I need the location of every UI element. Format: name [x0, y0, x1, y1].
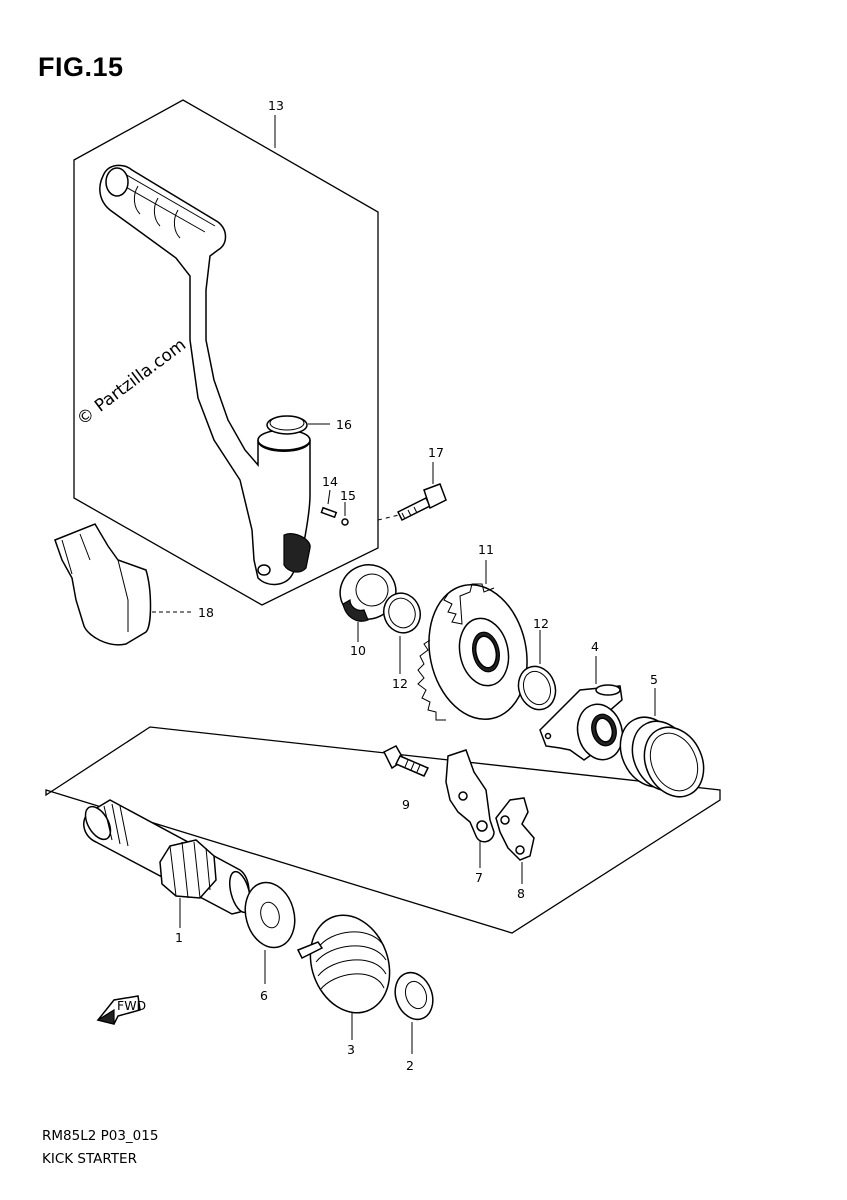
kick-guide-4: [539, 684, 624, 761]
spring-5: [619, 716, 705, 798]
bolt-9: [382, 745, 430, 777]
callout-2: 2: [406, 1058, 414, 1073]
coil-spring-3: [296, 914, 391, 1014]
kick-shaft-1: [83, 799, 252, 915]
callout-14: 14: [322, 474, 338, 489]
diagram-code: RM85L2 P03_015: [42, 1128, 159, 1144]
idle-gear-11: [417, 583, 528, 721]
pin-14: [320, 506, 338, 519]
diagram-name: KICK STARTER: [42, 1151, 137, 1167]
callout-13: 13: [268, 98, 284, 113]
callout-4: 4: [591, 639, 599, 654]
callout-9: 9: [402, 797, 410, 812]
callout-18: 18: [198, 605, 214, 620]
fwd-label: FWD: [117, 998, 146, 1013]
oil-seal-10: [339, 564, 397, 622]
callout-6: 6: [260, 988, 268, 1003]
callout-3: 3: [347, 1042, 355, 1057]
plate-7: [445, 749, 495, 843]
lock-plate-8: [495, 797, 535, 861]
callout-5: 5: [650, 672, 658, 687]
forward-arrow-icon: [96, 995, 141, 1025]
shaft-assembly-box: [45, 726, 721, 934]
bolt-17: [396, 483, 447, 522]
callout-7: 7: [475, 870, 483, 885]
collar-2: [394, 971, 434, 1021]
callout-8: 8: [517, 886, 525, 901]
callout-12-right: 12: [533, 616, 549, 631]
callout-16: 16: [336, 417, 352, 432]
kick-lever: [99, 164, 311, 586]
callout-15: 15: [340, 488, 356, 503]
boot-cover-18: [54, 523, 152, 646]
callout-10: 10: [350, 643, 366, 658]
callout-1: 1: [175, 930, 183, 945]
callout-17: 17: [428, 445, 444, 460]
washer-6: [244, 881, 296, 949]
lever-assembly-box: [73, 99, 379, 606]
callout-12-left: 12: [392, 676, 408, 691]
ball-15: [341, 518, 349, 526]
callout-11: 11: [478, 542, 494, 557]
figure-title: FIG.15: [38, 52, 124, 82]
